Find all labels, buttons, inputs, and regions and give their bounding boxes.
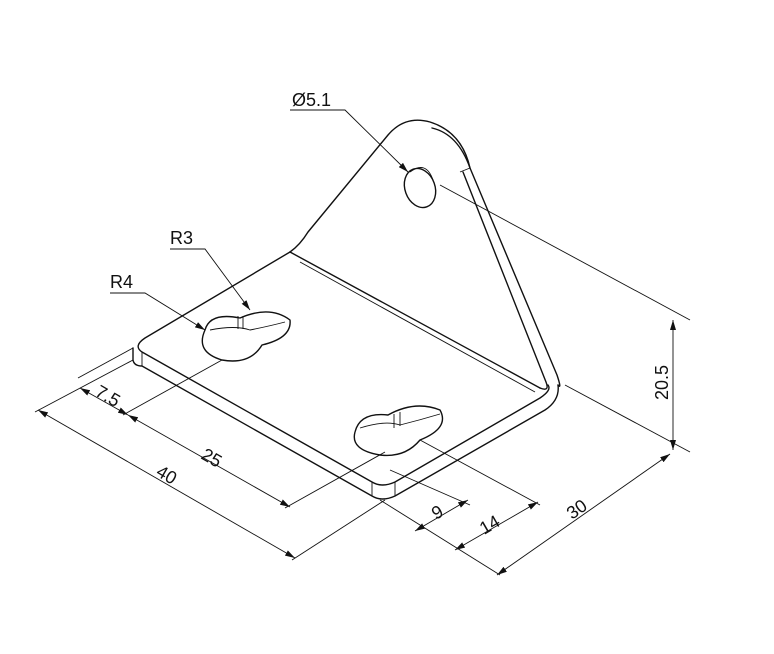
slot-right [353,405,444,457]
dim-slot-offset-far: 14 [454,501,539,551]
dim-slot-offset-far-label: 14 [476,511,503,538]
dim-edge-offset: 7.5 [79,381,129,416]
dim-hole-height: 20.5 [652,320,676,450]
dim-radius-r4-label: R4 [110,272,133,292]
dim-edge-offset-label: 7.5 [92,381,124,411]
dim-plate-width-label: 30 [563,495,591,523]
dim-hole-diameter-label: Ø5.1 [292,90,331,110]
round-hole [403,167,437,209]
dim-radius-r4: R4 [110,272,206,331]
dim-slot-offset-near: 9 [414,499,469,532]
dim-slot-offset-near-label: 9 [428,501,447,523]
dim-slot-spacing-label: 25 [198,444,225,471]
slot-left [201,311,291,362]
extension-lines [34,184,691,576]
dim-plate-width: 30 [496,453,671,576]
dim-radius-r3-label: R3 [170,228,193,248]
dim-hole-diameter: Ø5.1 [290,90,409,173]
dim-slot-spacing: 25 [127,414,291,508]
upright-flange [289,119,561,390]
dim-plate-length-label: 40 [153,461,180,488]
dim-hole-height-label: 20.5 [652,365,672,400]
base-plate [132,251,559,500]
dim-plate-length: 40 [37,409,296,559]
dim-radius-r3: R3 [170,228,251,311]
